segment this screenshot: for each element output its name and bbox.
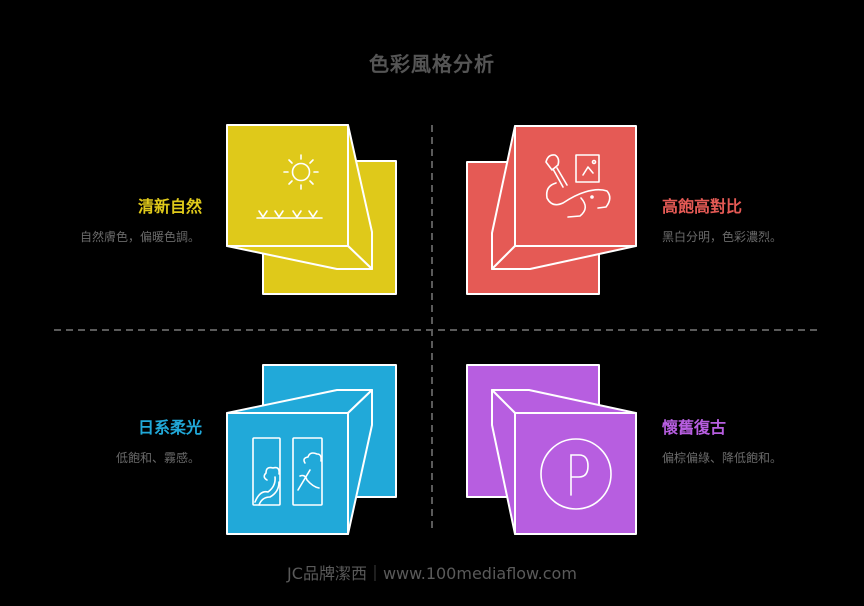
japanese-panels-icon: [252, 437, 323, 506]
desc-retro-vintage: 偏棕偏綠、降低飽和。: [662, 451, 783, 465]
desc-high-contrast: 黑白分明，色彩濃烈。: [662, 230, 783, 244]
purple-cube: [466, 364, 637, 535]
label-fresh-natural: 清新自然: [137, 197, 202, 216]
yellow-cube: [226, 124, 397, 295]
label-japanese-soft-light: 日系柔光: [137, 418, 202, 437]
blue-cube: [226, 364, 397, 535]
paintbrush-elephant-picture-icon: [545, 154, 611, 218]
desc-fresh-natural: 自然膚色，偏暖色調。: [79, 230, 200, 244]
footer-credit: JC品牌潔西｜www.100mediaflow.com: [287, 564, 577, 583]
desc-japanese-soft-light: 低飽和、霧感。: [115, 451, 200, 465]
page-title: 色彩風格分析: [369, 52, 495, 76]
red-cube: [466, 125, 637, 295]
p-circle-icon: [540, 438, 612, 510]
label-high-contrast: 高飽高對比: [662, 197, 743, 216]
label-retro-vintage: 懷舊復古: [662, 418, 727, 437]
sun-grass-icon: [256, 154, 323, 219]
